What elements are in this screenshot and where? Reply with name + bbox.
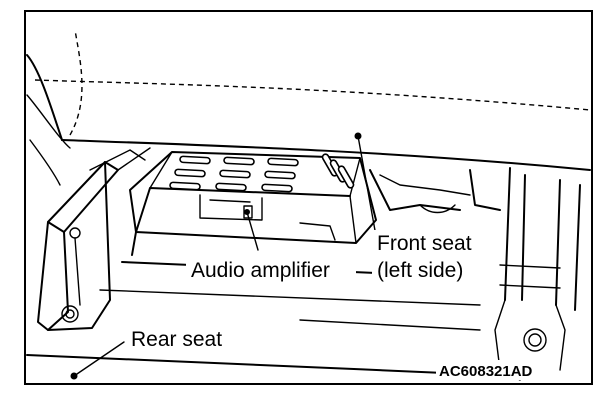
front-seat-label-line2: (left side): [377, 259, 463, 282]
audio-amplifier-label: Audio amplifier: [191, 259, 330, 282]
label-leader-lines: [70, 132, 377, 380]
front-seat-cushion: [26, 29, 591, 186]
left-seat-rail: [37, 147, 151, 331]
amplifier-pointer-dot: [244, 209, 250, 215]
front-seat-right-mechanism: [369, 167, 581, 381]
rear-seat-pointer-dot: [70, 372, 78, 380]
figure-code: AC608321AD: [439, 363, 533, 380]
front-seat-label-line1: Front seat: [377, 232, 472, 255]
rear-seat-label: Rear seat: [131, 328, 222, 351]
figure-frame: [24, 10, 593, 385]
amplifier-vent-slots: [169, 153, 355, 193]
audio-amplifier-unit: [129, 151, 377, 256]
front-seat-pointer-dot: [354, 132, 362, 140]
